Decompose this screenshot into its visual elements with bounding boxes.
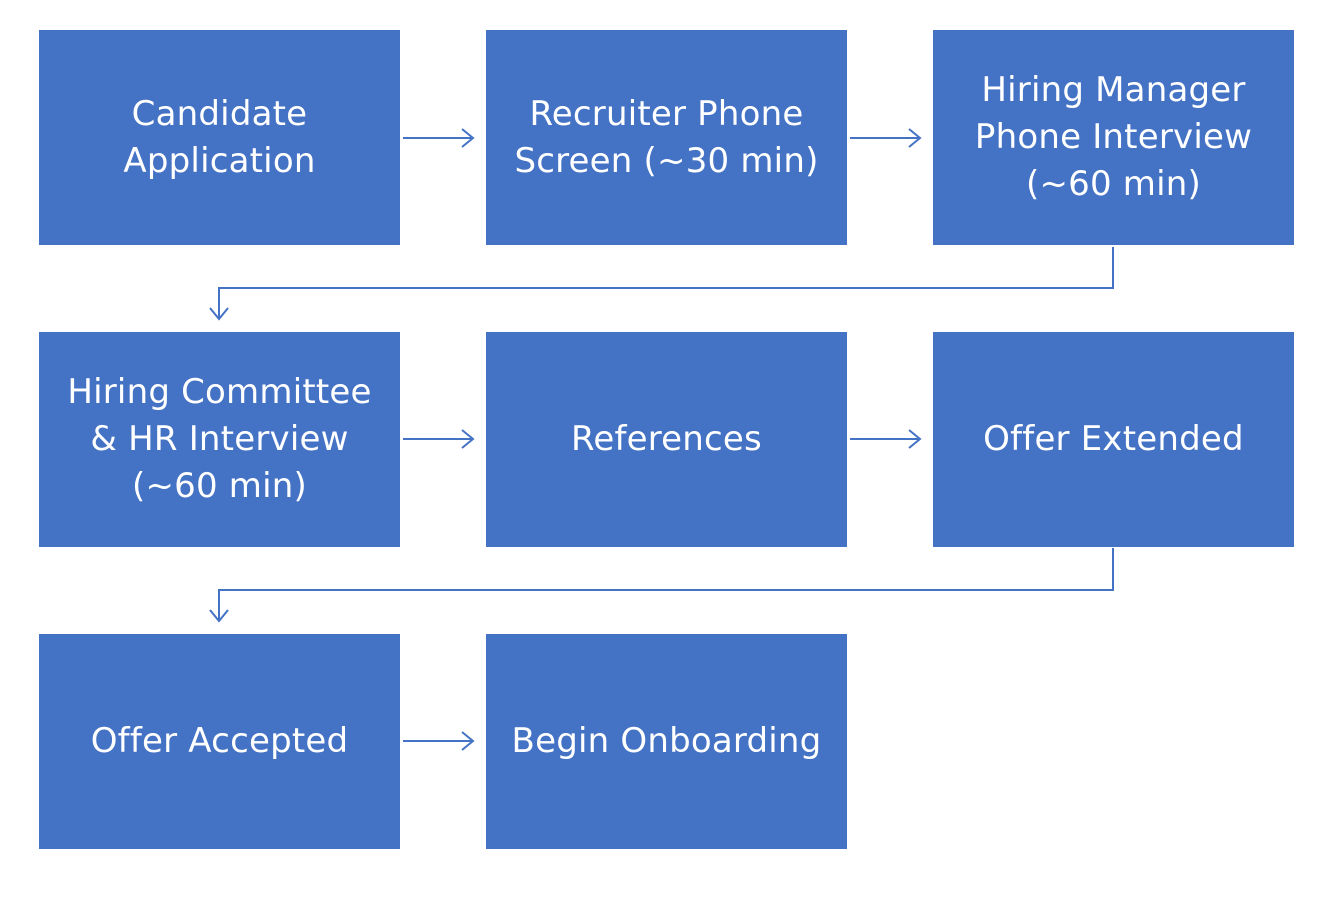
connector-committee-to-references <box>403 429 475 449</box>
step-label-line: & HR Interview <box>90 419 349 459</box>
step-begin-onboarding: Begin Onboarding <box>486 634 847 849</box>
step-hiring-committee-hr-interview: Hiring Committee & HR Interview (~60 min… <box>39 332 400 547</box>
step-label: Hiring Committee & HR Interview (~60 min… <box>67 369 371 510</box>
step-hiring-manager-phone-interview: Hiring Manager Phone Interview (~60 min) <box>933 30 1294 245</box>
step-label: Offer Accepted <box>91 718 349 765</box>
step-offer-accepted: Offer Accepted <box>39 634 400 849</box>
connector-application-to-recruiter <box>403 128 475 148</box>
step-label: Begin Onboarding <box>512 718 822 765</box>
step-label-line: References <box>571 419 762 459</box>
step-label-line: Candidate <box>131 93 308 134</box>
step-recruiter-phone-screen: Recruiter Phone Screen (~30 min) <box>486 30 847 245</box>
step-label-line: Hiring Manager <box>981 70 1246 110</box>
step-label-line: Screen (~30 min) <box>514 140 819 181</box>
step-label: References <box>571 416 762 463</box>
step-candidate-application: Candidate Application <box>39 30 400 245</box>
connector-offer-accepted-to-onboarding <box>403 731 475 751</box>
step-label-line: (~60 min) <box>131 466 307 506</box>
step-label: Offer Extended <box>983 416 1244 463</box>
step-references: References <box>486 332 847 547</box>
step-label-line: Phone Interview <box>974 117 1253 157</box>
step-label-line: Recruiter Phone <box>529 93 804 134</box>
connector-offer-extended-to-offer-accepted <box>209 548 1114 623</box>
step-label-line: Offer Extended <box>983 419 1244 459</box>
step-label: Recruiter Phone Screen (~30 min) <box>514 91 818 185</box>
connector-recruiter-to-hiring-manager <box>850 128 922 148</box>
step-offer-extended: Offer Extended <box>933 332 1294 547</box>
step-label-line: Begin Onboarding <box>511 721 822 761</box>
step-label-line: Offer Accepted <box>90 721 349 761</box>
connector-references-to-offer-extended <box>850 429 922 449</box>
step-label-line: Hiring Committee <box>67 372 372 412</box>
connector-hiring-manager-to-committee <box>209 247 1114 321</box>
step-label: Candidate Application <box>123 91 315 185</box>
step-label: Hiring Manager Phone Interview (~60 min) <box>975 67 1252 208</box>
step-label-line: Application <box>123 140 316 181</box>
step-label-line: (~60 min) <box>1025 164 1201 204</box>
